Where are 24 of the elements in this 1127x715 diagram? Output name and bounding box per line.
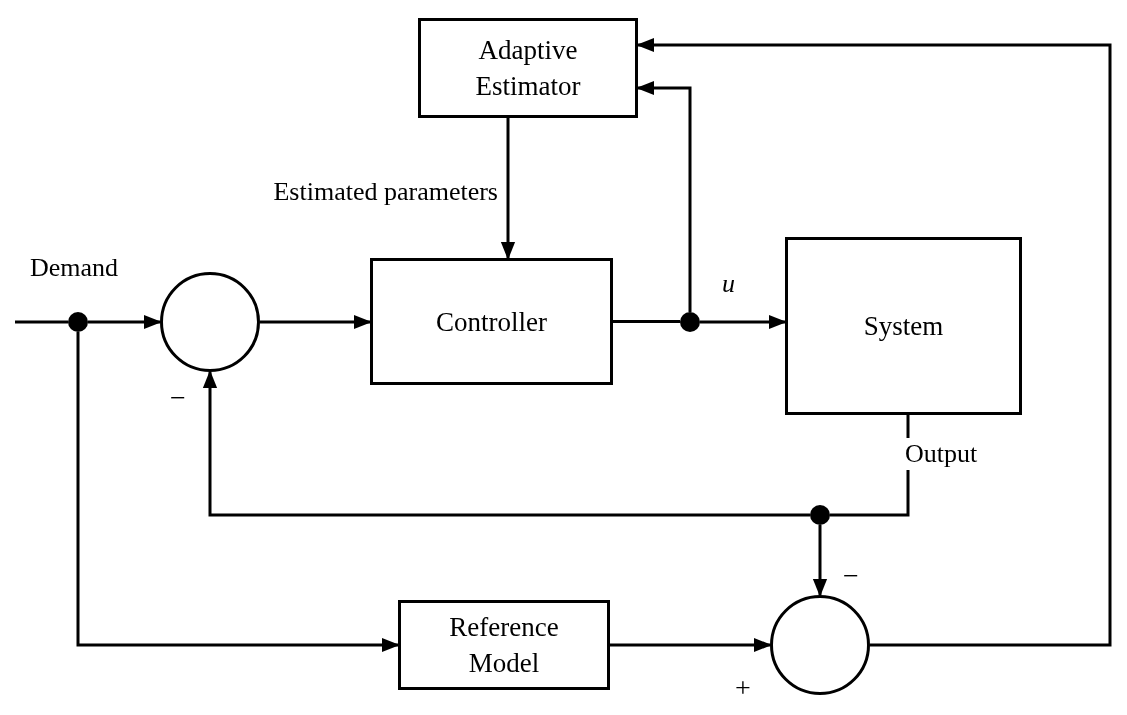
block-label: Adaptive Estimator xyxy=(474,34,582,103)
arrow xyxy=(636,37,1112,647)
arrow xyxy=(700,314,787,330)
block-label: Controller xyxy=(435,305,548,339)
block-box xyxy=(370,258,613,385)
arrow xyxy=(636,80,692,312)
sign-label: + xyxy=(735,672,751,704)
arrow xyxy=(202,370,810,517)
block-label: System xyxy=(862,310,945,343)
connector-line xyxy=(613,320,680,323)
arrow xyxy=(812,525,828,597)
block-label: Reference Model xyxy=(448,611,560,680)
connector-line xyxy=(15,320,68,324)
arrow xyxy=(88,314,162,330)
sign-label: − xyxy=(170,382,186,414)
arrow xyxy=(500,118,516,260)
arrow xyxy=(610,637,772,653)
sign-label: − xyxy=(843,560,859,592)
edge-label: Output xyxy=(905,438,978,470)
block-box xyxy=(398,600,610,690)
block-box xyxy=(418,18,638,118)
arrow xyxy=(76,332,400,653)
block-box xyxy=(785,237,1022,415)
arrow xyxy=(260,314,372,330)
